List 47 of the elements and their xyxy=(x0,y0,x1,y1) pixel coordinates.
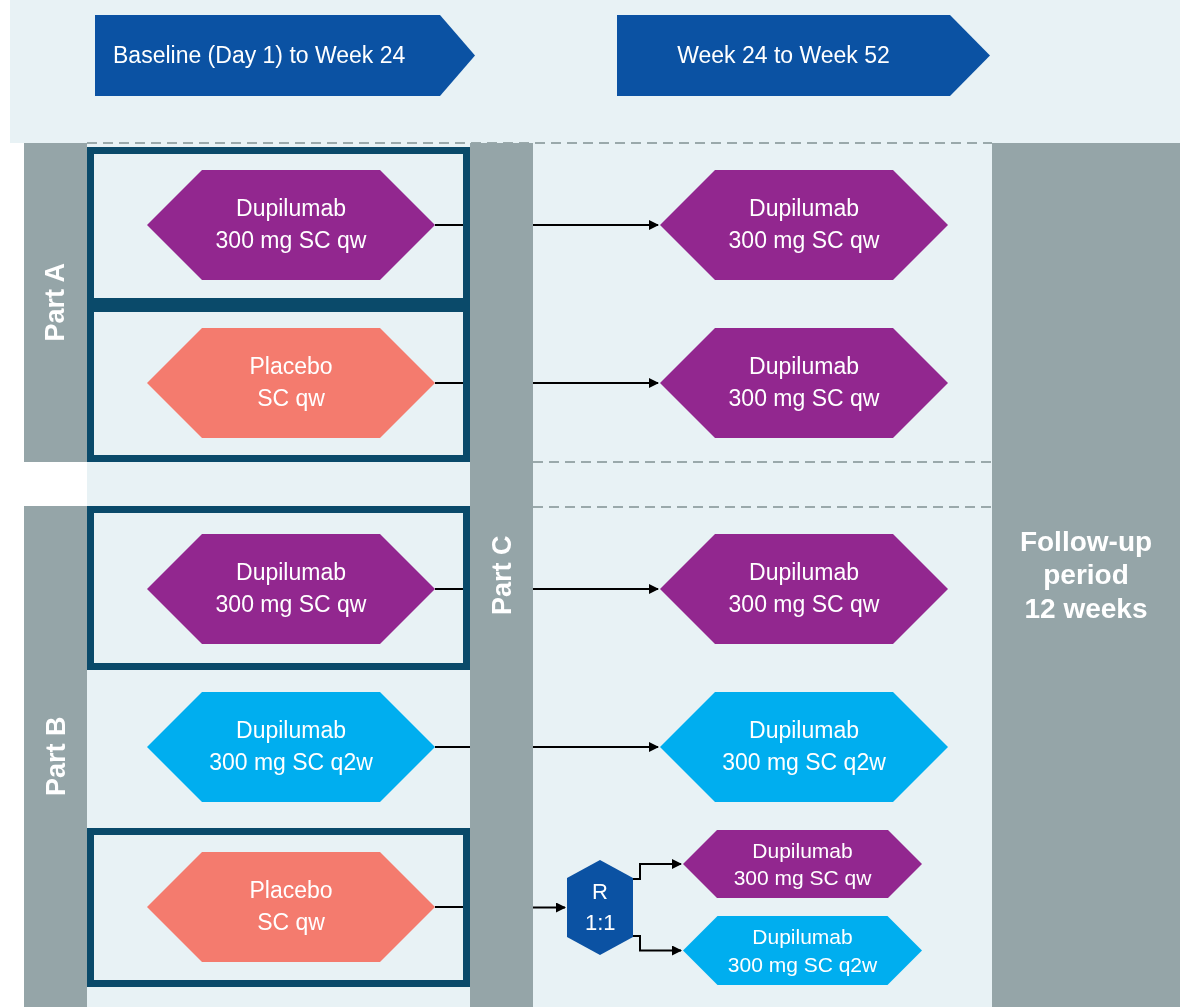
band-label: Part A xyxy=(39,263,72,342)
treatment-label: Dupilumab 300 mg SC qw xyxy=(214,558,368,619)
treatment-label: Placebo SC qw xyxy=(248,876,334,937)
treatment-hexagon xyxy=(147,852,435,962)
treatment-hexagon xyxy=(683,830,922,898)
period-band xyxy=(24,143,87,462)
period-label: Baseline (Day 1) to Week 24 xyxy=(113,40,406,70)
arrow xyxy=(632,859,682,880)
treatment-hexagon xyxy=(660,692,948,802)
treatment-label: Dupilumab 300 mg SC qw xyxy=(214,194,368,255)
treatment-hexagon xyxy=(147,170,435,280)
arrow xyxy=(532,220,659,230)
treatment-label: Dupilumab 300 mg SC qw xyxy=(727,194,881,255)
arm-frame xyxy=(87,506,470,670)
randomization-label: R 1:1 xyxy=(585,878,615,937)
randomization-hexagon xyxy=(567,860,633,955)
arm-frame xyxy=(87,305,470,462)
arrow xyxy=(532,902,566,913)
treatment-label: Dupilumab 300 mg SC q2w xyxy=(726,924,879,978)
period-arrow-banner xyxy=(95,15,475,96)
treatment-label: Dupilumab 300 mg SC q2w xyxy=(208,716,374,777)
treatment-hexagon xyxy=(660,170,948,280)
arrow xyxy=(532,584,659,594)
treatment-hexagon xyxy=(147,692,435,802)
treatment-label: Dupilumab 300 mg SC q2w xyxy=(721,716,887,777)
treatment-hexagon xyxy=(660,534,948,644)
arm-frame xyxy=(87,828,470,987)
arrow xyxy=(532,742,659,752)
period-band xyxy=(992,143,1180,1007)
treatment-hexagon xyxy=(147,328,435,438)
treatment-label: Placebo SC qw xyxy=(248,352,334,413)
period-arrow-banner xyxy=(617,15,990,96)
treatment-label: Dupilumab 300 mg SC qw xyxy=(727,558,881,619)
band-label: Part C xyxy=(485,535,518,615)
period-band xyxy=(24,506,87,1007)
treatment-hexagon xyxy=(147,534,435,644)
period-band xyxy=(470,143,533,1007)
band-label: Follow-up period 12 weeks xyxy=(1018,524,1154,626)
treatment-label: Dupilumab 300 mg SC qw xyxy=(732,837,873,891)
period-label: Week 24 to Week 52 xyxy=(677,40,890,70)
arrow xyxy=(632,935,682,956)
treatment-label: Dupilumab 300 mg SC qw xyxy=(727,352,881,413)
arrow xyxy=(532,378,659,388)
treatment-hexagon xyxy=(683,916,922,985)
arm-frame xyxy=(87,147,470,305)
band-label: Part B xyxy=(39,716,72,797)
treatment-hexagon xyxy=(660,328,948,438)
